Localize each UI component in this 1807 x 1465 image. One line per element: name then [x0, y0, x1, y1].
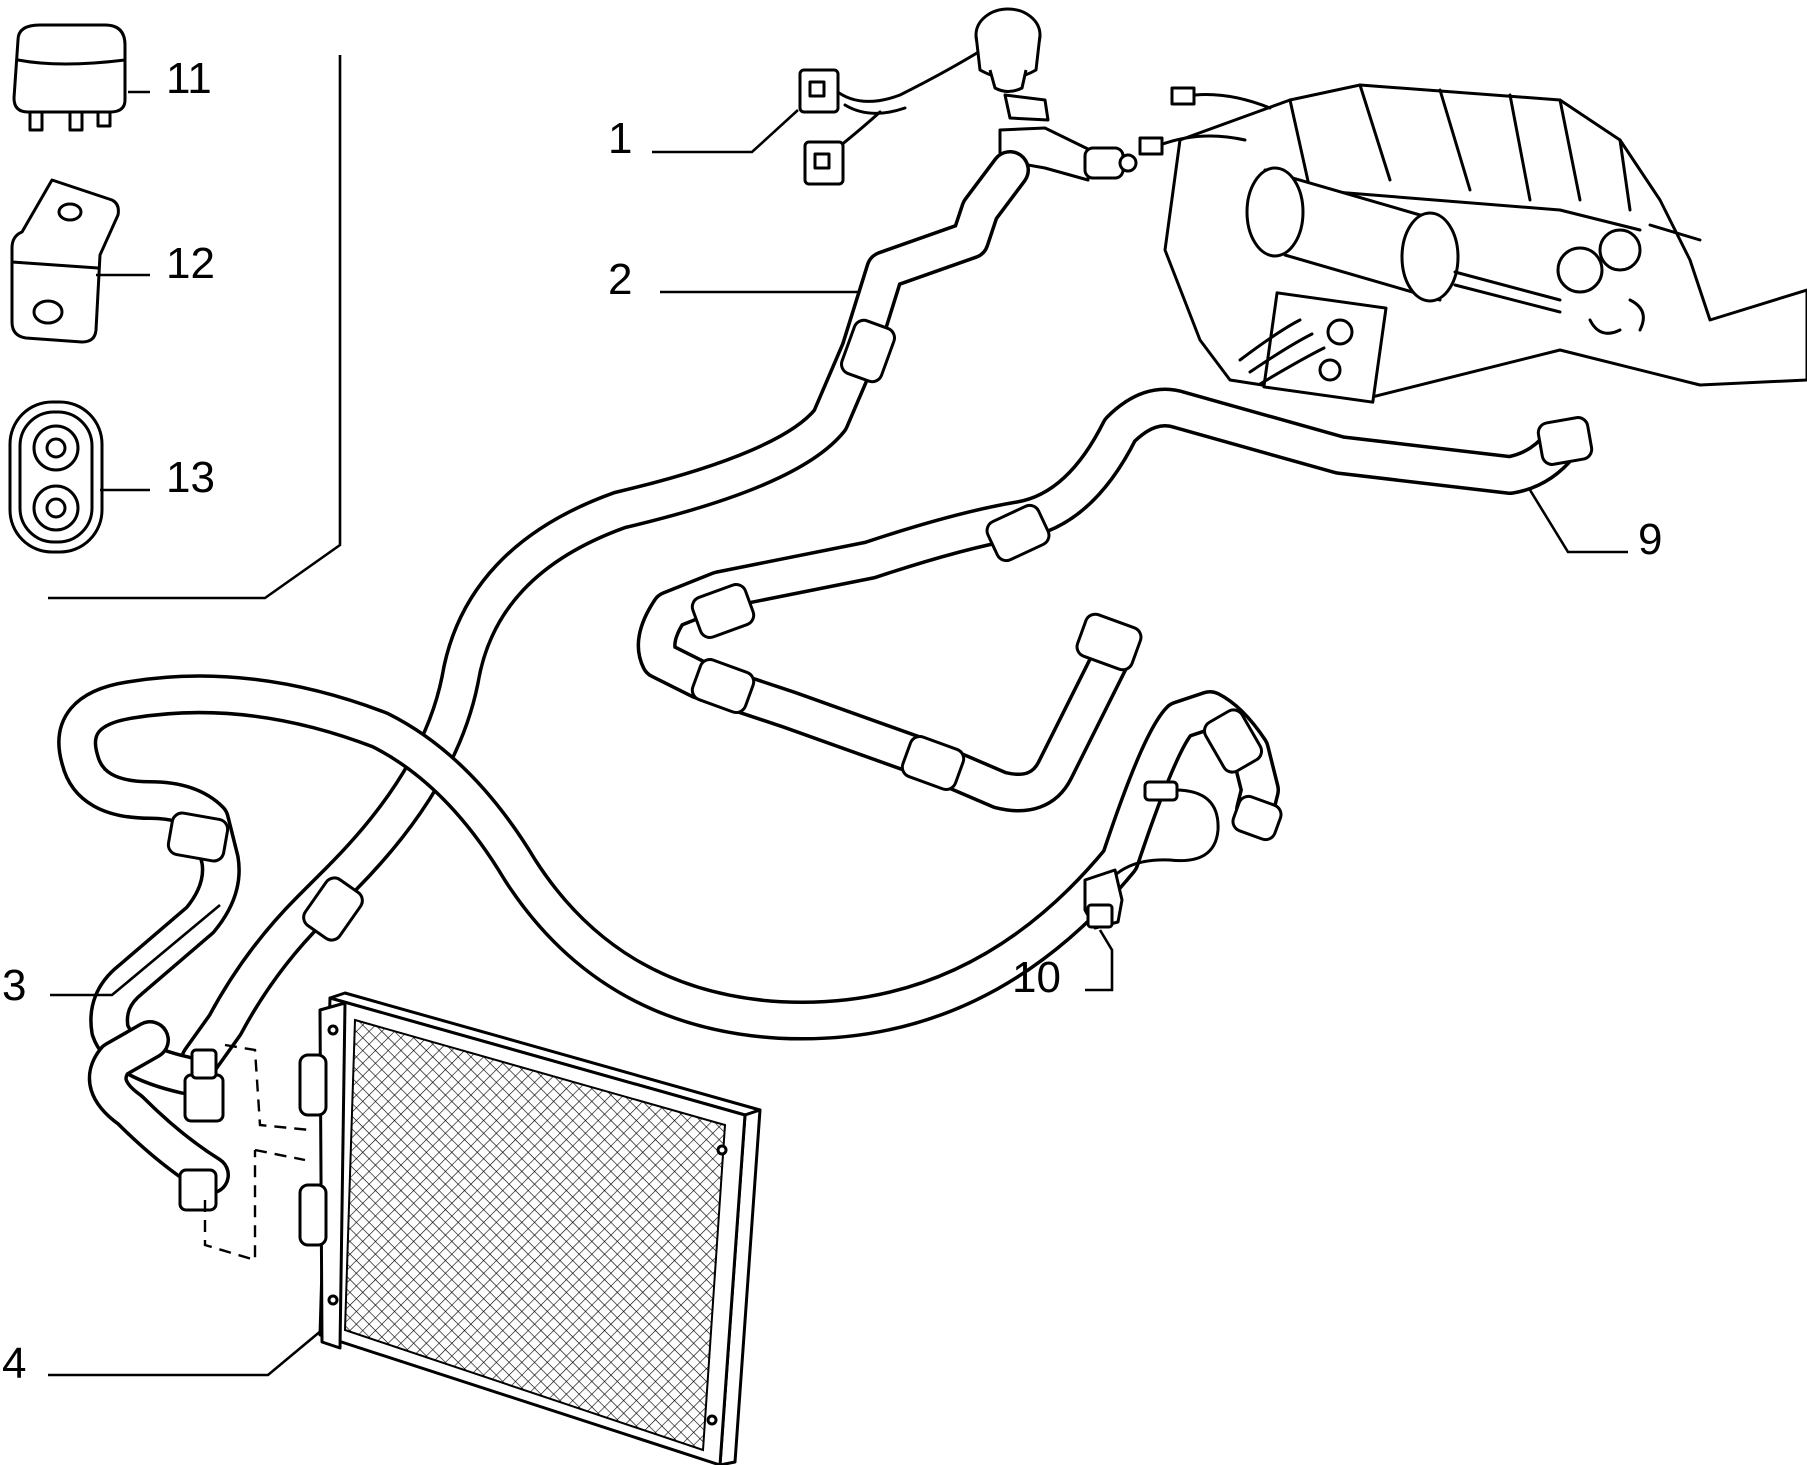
leader-1 [652, 109, 799, 154]
callout-11: 11 [166, 54, 212, 103]
leader-10 [1085, 929, 1114, 992]
callout-labels: 1 2 3 4 9 10 11 12 13 [2, 54, 1662, 1388]
callout-13: 13 [166, 453, 215, 502]
relay-part-11 [12, 23, 127, 132]
callout-3: 3 [2, 961, 26, 1010]
condenser-part-4 [203, 991, 762, 1465]
grommet-part-13 [8, 400, 104, 554]
bracket-part-12 [10, 178, 120, 344]
leader-4 [48, 1329, 323, 1377]
pressure-switch-assembly [798, 7, 1138, 186]
callout-9: 9 [1638, 515, 1662, 564]
inset-panel [8, 23, 342, 600]
callout-4: 4 [2, 1339, 26, 1388]
leader-3 [50, 904, 221, 997]
leader-lines [48, 90, 1628, 1377]
callout-1: 1 [608, 114, 632, 163]
leader-9 [1528, 489, 1628, 554]
temperature-sensor-part-10 [1083, 780, 1220, 930]
callout-10: 10 [1012, 953, 1061, 1002]
hose-sleeves [166, 318, 1264, 942]
hose-end-fittings [178, 416, 1594, 1212]
callout-12: 12 [166, 239, 215, 288]
callout-2: 2 [608, 255, 632, 304]
evaporator-unit [1138, 83, 1807, 404]
